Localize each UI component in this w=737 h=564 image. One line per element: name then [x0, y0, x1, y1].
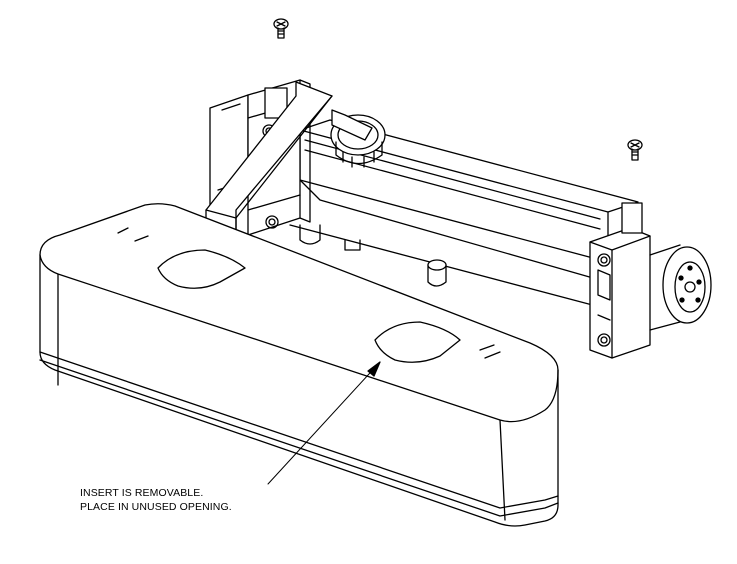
end-cap	[649, 244, 712, 331]
callout-text: INSERT IS REMOVABLE. PLACE IN UNUSED OPE…	[80, 486, 232, 514]
screw-top	[273, 18, 289, 39]
callout-line-2: PLACE IN UNUSED OPENING.	[80, 501, 232, 513]
cover	[39, 203, 559, 527]
callout-leader	[267, 361, 381, 485]
closer-arm	[205, 81, 373, 231]
callout-line-1: INSERT IS REMOVABLE.	[80, 487, 204, 499]
valve-fittings	[299, 224, 447, 287]
mounting-bracket-right	[589, 202, 651, 359]
screw-right	[627, 139, 643, 161]
